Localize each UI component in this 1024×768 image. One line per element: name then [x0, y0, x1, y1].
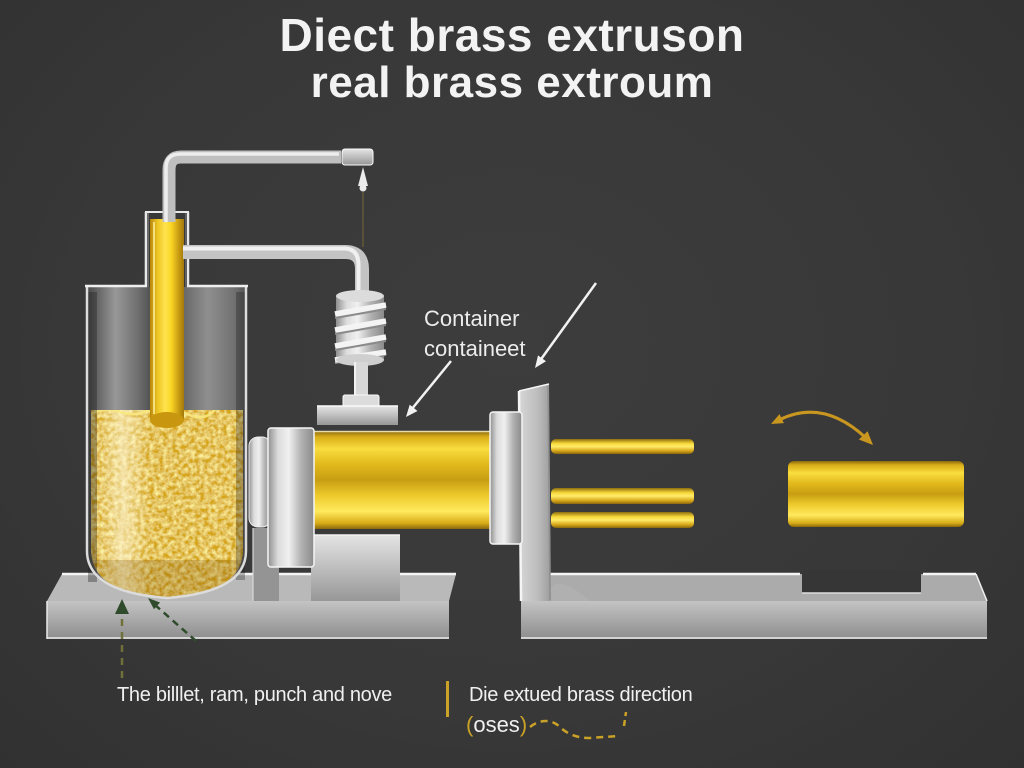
caption-left: The billlet, ram, punch and nove — [117, 684, 393, 706]
container-callout-line-2: containeet — [424, 335, 526, 361]
extruded-rod-3 — [551, 512, 694, 528]
close-paren: ) — [519, 712, 528, 737]
open-paren: ( — [466, 712, 474, 737]
granules — [91, 410, 243, 598]
extruded-rod-1 — [551, 439, 694, 454]
extruded-product — [788, 461, 964, 527]
pipe-end-cap — [341, 148, 374, 166]
title-line-2: real brass extroum — [310, 57, 714, 107]
pressure-coil — [317, 290, 398, 425]
right-flange — [489, 411, 523, 545]
punch-block — [317, 406, 398, 425]
stem-flange — [342, 394, 380, 408]
curved-direction-arrow — [771, 410, 873, 445]
title-line-1: Diect brass extruson — [279, 9, 745, 61]
page-title: Diect brass extruson real brass extroum — [0, 9, 1024, 107]
coil-stem — [354, 362, 368, 397]
extruded-rods — [551, 439, 694, 528]
die-plate — [517, 383, 551, 602]
billet-dashed-arrow-vertical — [115, 599, 129, 678]
billet-container — [85, 211, 248, 600]
container-callout-line-1: Container — [424, 306, 520, 331]
container-callout: Container containeet — [424, 304, 526, 363]
glass-outline — [85, 287, 248, 600]
caption-divider — [446, 681, 449, 717]
left-flange — [267, 427, 315, 568]
paren-word: oses — [473, 712, 520, 737]
caption-right: Die extued brass direction — [469, 684, 693, 706]
extrusion-cylinder — [300, 430, 512, 529]
die-stand-arrow — [535, 282, 598, 368]
needle-drip — [358, 167, 368, 186]
machine-base-right — [520, 570, 988, 639]
side-pipe — [183, 245, 369, 298]
bracket-fillet — [549, 583, 590, 601]
caption-dashed-squiggle — [529, 711, 628, 740]
container-arrow — [406, 360, 452, 417]
extruded-rod-2 — [551, 488, 694, 504]
cylinder-stand — [252, 528, 400, 601]
ram-rod — [150, 219, 184, 428]
caption-right-sub: (oses) — [466, 712, 527, 738]
base-notch — [802, 570, 921, 593]
billet-dashed-arrow-diagonal — [148, 598, 197, 642]
upper-pipe — [162, 148, 374, 247]
